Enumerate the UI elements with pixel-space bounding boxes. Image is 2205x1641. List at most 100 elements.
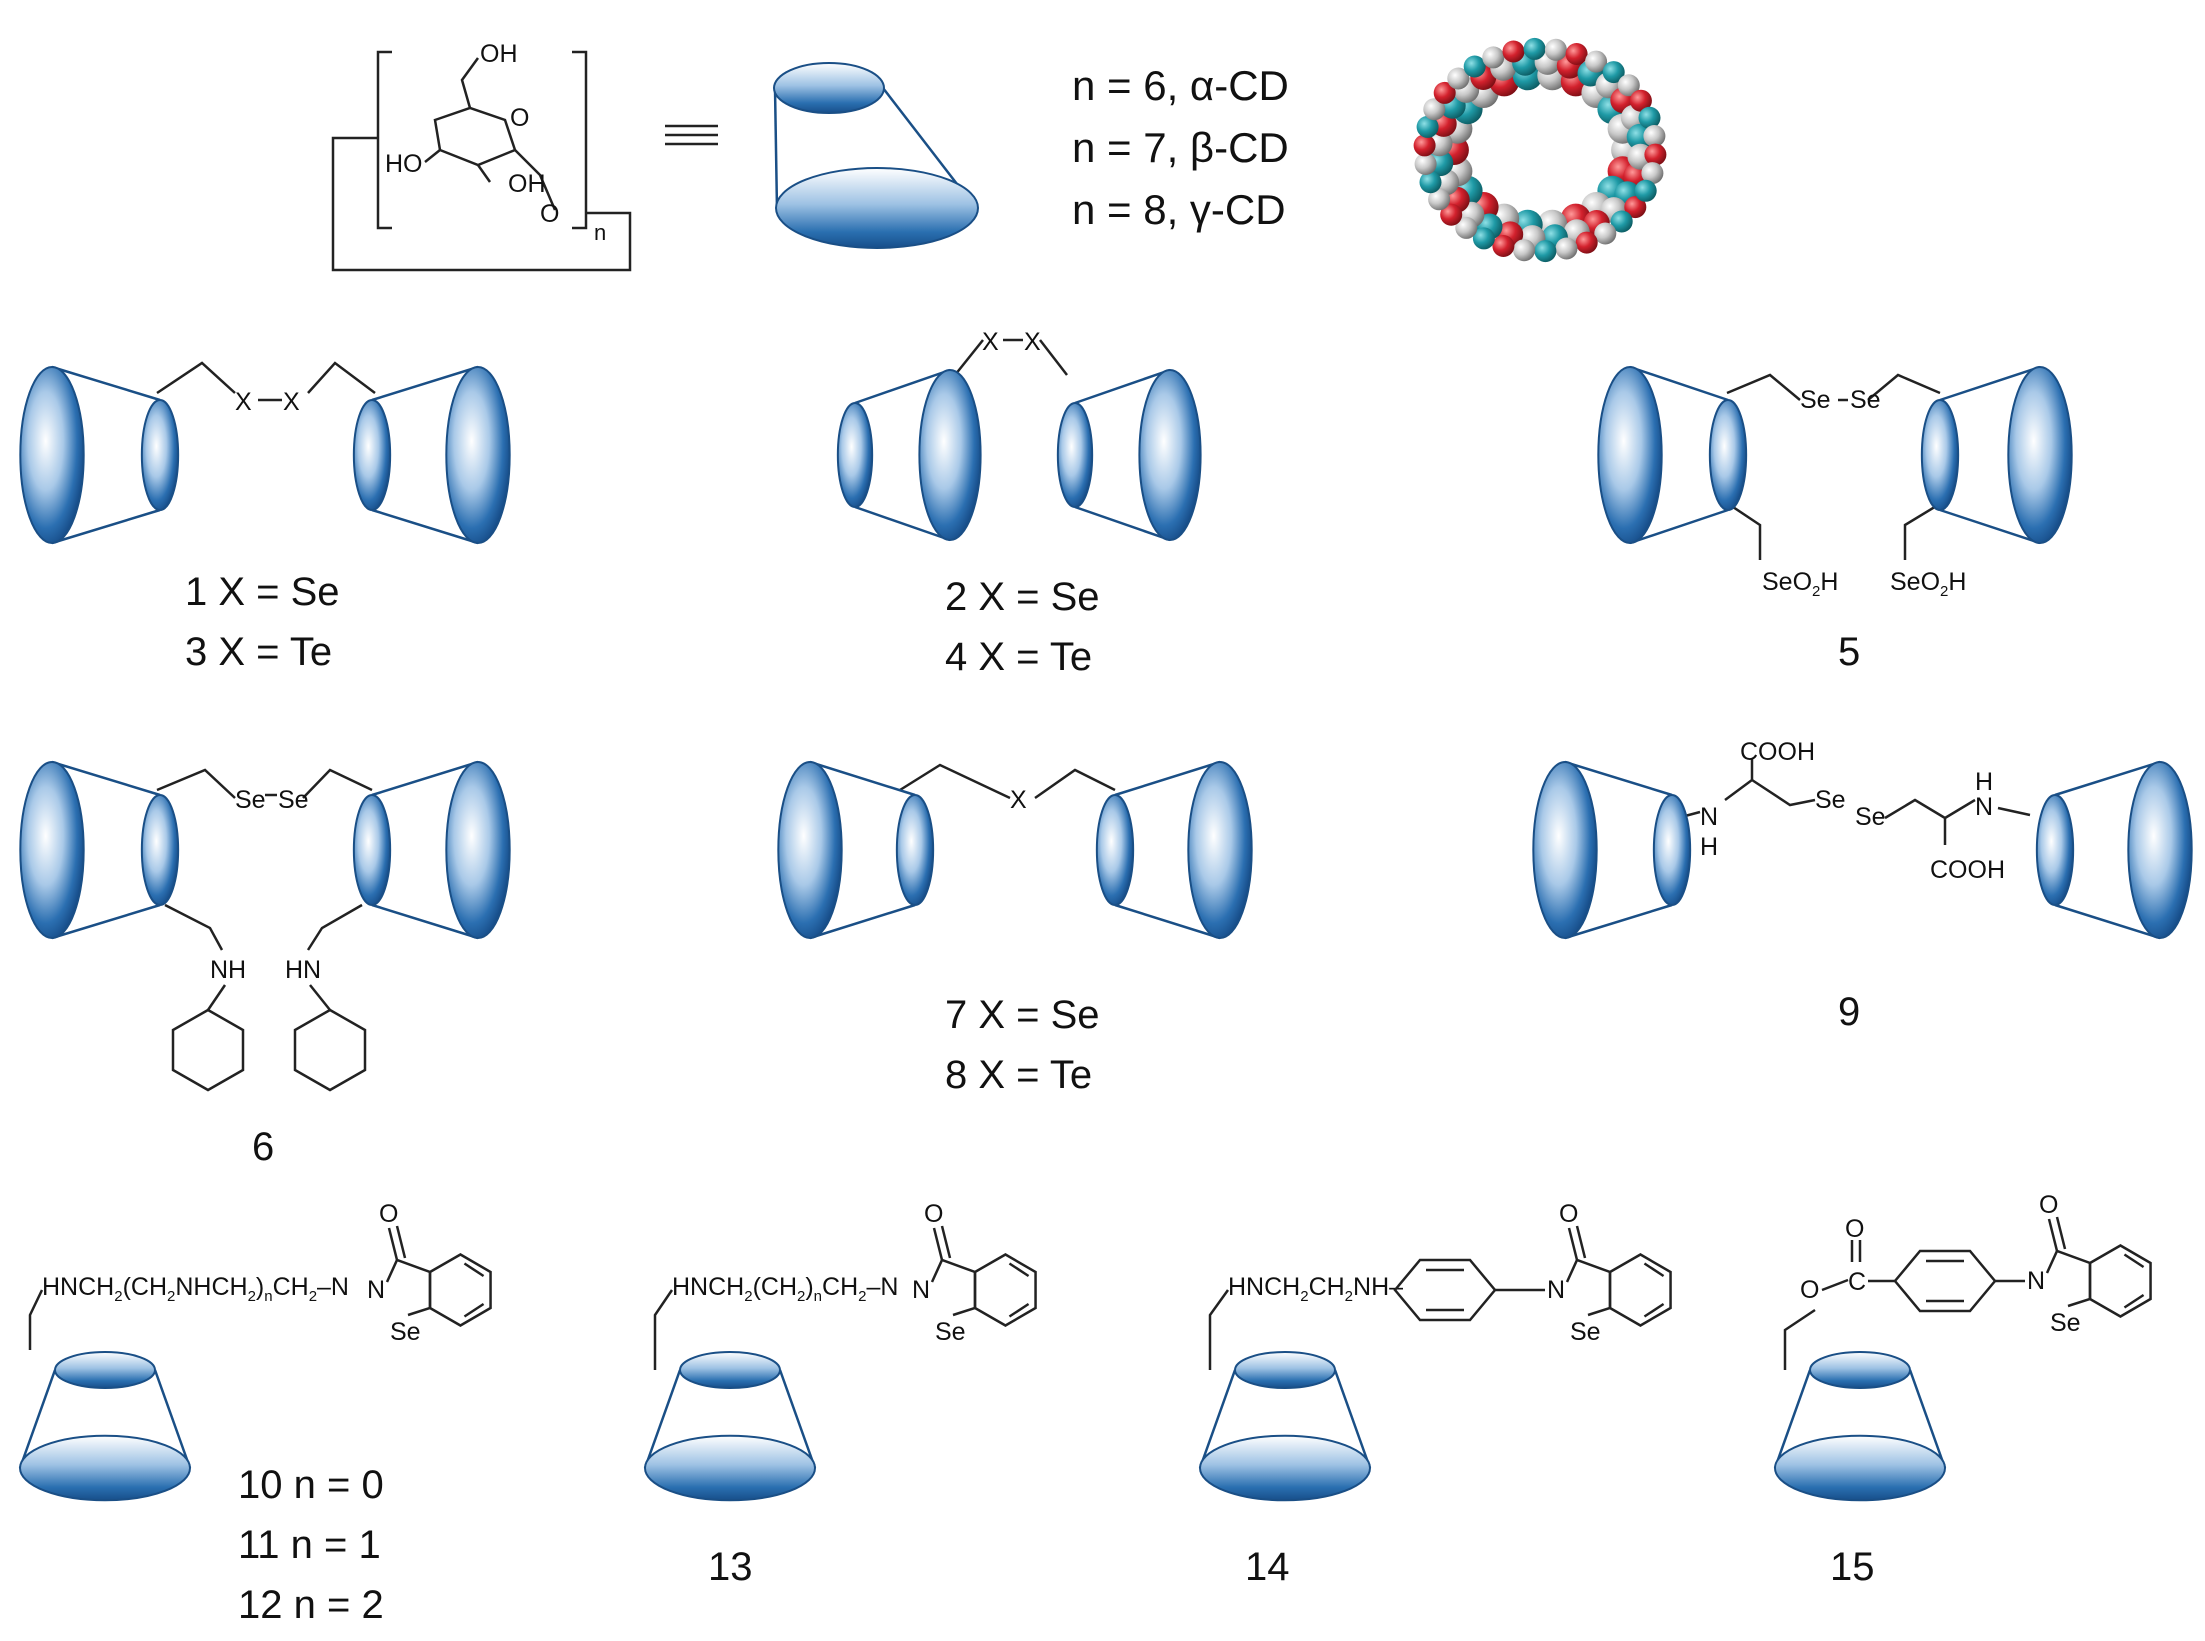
cd-small-rim: [1809, 1351, 1911, 1389]
linker-oxygen-atom: O: [540, 200, 559, 228]
cd-cone: [1597, 365, 1748, 545]
atom-sphere: [1624, 196, 1647, 219]
compound-5: Se Se SeO2H SeO2H 5: [1726, 373, 1966, 674]
cd-small-rim: [1920, 399, 1960, 511]
benzo-ring: [973, 1253, 1037, 1327]
atom-sphere: [1447, 67, 1470, 90]
compound-1-x-right: X: [283, 388, 300, 416]
compound-14: HNCH2CH2NH– 14: [1208, 1258, 1545, 1589]
atom-sphere: [1555, 237, 1578, 260]
cd-large-rim: [1597, 366, 1663, 544]
cd-small-rim: [1234, 1351, 1336, 1389]
compound-15-label: 15: [1830, 1545, 1875, 1589]
compound-5-se-right: Se: [1850, 386, 1881, 414]
cd-large-rim: [1774, 1434, 1946, 1502]
atom-sphere: [1641, 162, 1664, 185]
compound-9-se-right: Se: [1855, 803, 1886, 831]
compound-2-label: 2 X = Se: [945, 575, 1100, 619]
compound-6-se-right: Se: [278, 786, 309, 814]
cd-large-rim: [2127, 761, 2193, 939]
atom-sphere: [1428, 188, 1451, 211]
atom-sphere: [1585, 50, 1608, 73]
compound-13-label: 13: [708, 1545, 753, 1589]
header-cd-cone: [773, 62, 979, 249]
compound-7-x: X: [1010, 786, 1027, 814]
cd-small-rim: [2035, 794, 2075, 906]
compound-1-label: 1 X = Se: [185, 570, 340, 614]
cd-cone: [1095, 760, 1253, 940]
compound-1-x-left: X: [235, 388, 252, 416]
atom-sphere: [1523, 37, 1546, 60]
compound-10-label: 10 n = 0: [238, 1463, 384, 1507]
cd-size-list: n = 6, α-CD n = 7, β-CD n = 8, γ-CD: [1072, 62, 1289, 233]
cd-cone: [1532, 760, 1692, 940]
repeat-subscript-n: n: [594, 220, 606, 245]
atom-sphere: [1416, 115, 1439, 138]
atom-sphere: [1419, 171, 1442, 194]
atom-sphere: [1463, 55, 1486, 78]
atom-sphere: [1617, 74, 1640, 97]
oh-atom: OH: [508, 170, 546, 198]
compound-9-cooh-top: COOH: [1740, 738, 1815, 766]
atom-sphere: [1629, 89, 1652, 112]
cd-cone: [19, 365, 180, 545]
cd-small-rim: [679, 1351, 781, 1389]
cd-cone: [777, 760, 935, 940]
cd-large-rim: [19, 1434, 191, 1502]
cd-large-rim: [777, 761, 843, 939]
glucose-repeat-unit: OH O HO OH O n: [331, 40, 632, 272]
atom-sphere: [1602, 61, 1625, 84]
compound-5-seo2h-left: SeO2H: [1762, 568, 1838, 600]
compound-10-12: HNCH2(CH2NHCH2)nCH2–N 10 n = 0 11 n = 1 …: [28, 1273, 384, 1627]
atom-sphere: [1414, 153, 1437, 175]
cd-large-rim: [19, 366, 85, 544]
atom-sphere: [1634, 179, 1657, 202]
cd-large-rim: [1138, 369, 1202, 541]
ring-oxygen-atom: O: [510, 104, 529, 132]
cd-large-rim: [1187, 761, 1253, 939]
atom-sphere: [1413, 134, 1436, 157]
benzo-ring: [1608, 1253, 1672, 1327]
cd-cone: [1920, 365, 2073, 545]
atom-sphere: [1482, 46, 1505, 69]
carbonyl-oxygen-atom: O: [924, 1200, 943, 1228]
oh-top-atom: OH: [480, 40, 518, 68]
cyclodextrin-cones: [18, 365, 2193, 1502]
cd-small-rim: [1095, 794, 1135, 906]
equivalence-sign: [665, 124, 718, 146]
compound-5-label: 5: [1838, 630, 1860, 674]
cd-cone: [1198, 1351, 1372, 1502]
cd-small-rim: [54, 1351, 156, 1389]
cd-small-rim: [1708, 399, 1748, 511]
cd-small-rim: [836, 402, 874, 508]
nitrogen-atom: N: [2027, 1267, 2045, 1295]
compound-15-carbonyl-o: O: [1845, 1215, 1864, 1243]
beta-cd-label: n = 7, β-CD: [1072, 124, 1289, 171]
atom-sphere: [1440, 203, 1463, 226]
compound-12-label: 12 n = 2: [238, 1583, 384, 1627]
compound-9-se-left: Se: [1815, 786, 1846, 814]
atom-sphere: [1513, 239, 1536, 262]
atom-sphere: [1644, 143, 1667, 166]
compound-13: HNCH2(CH2)nCH2–N 13: [653, 1273, 898, 1589]
selenium-atom: Se: [390, 1318, 421, 1346]
cd-small-rim: [1056, 402, 1094, 508]
compound-15: O C O 15: [1783, 1215, 2025, 1589]
carbonyl-oxygen-atom: O: [379, 1200, 398, 1228]
selenium-atom: Se: [2050, 1309, 2081, 1337]
cd-cone: [1056, 368, 1202, 542]
compound-13-chain: HNCH2(CH2)nCH2–N: [672, 1273, 898, 1305]
cd-large-rim: [445, 761, 511, 939]
compound-6-nh: NH: [210, 956, 246, 984]
compound-7-8: X 7 X = Se 8 X = Te: [899, 763, 1116, 1097]
compound-15-phenylene: [1893, 1249, 1997, 1313]
compound-5-se-left: Se: [1800, 386, 1831, 414]
compound-6-se-left: Se: [235, 786, 266, 814]
cd-large-rim: [19, 761, 85, 939]
cd-cone: [643, 1351, 817, 1502]
compound-4-label: 4 X = Te: [945, 635, 1092, 679]
